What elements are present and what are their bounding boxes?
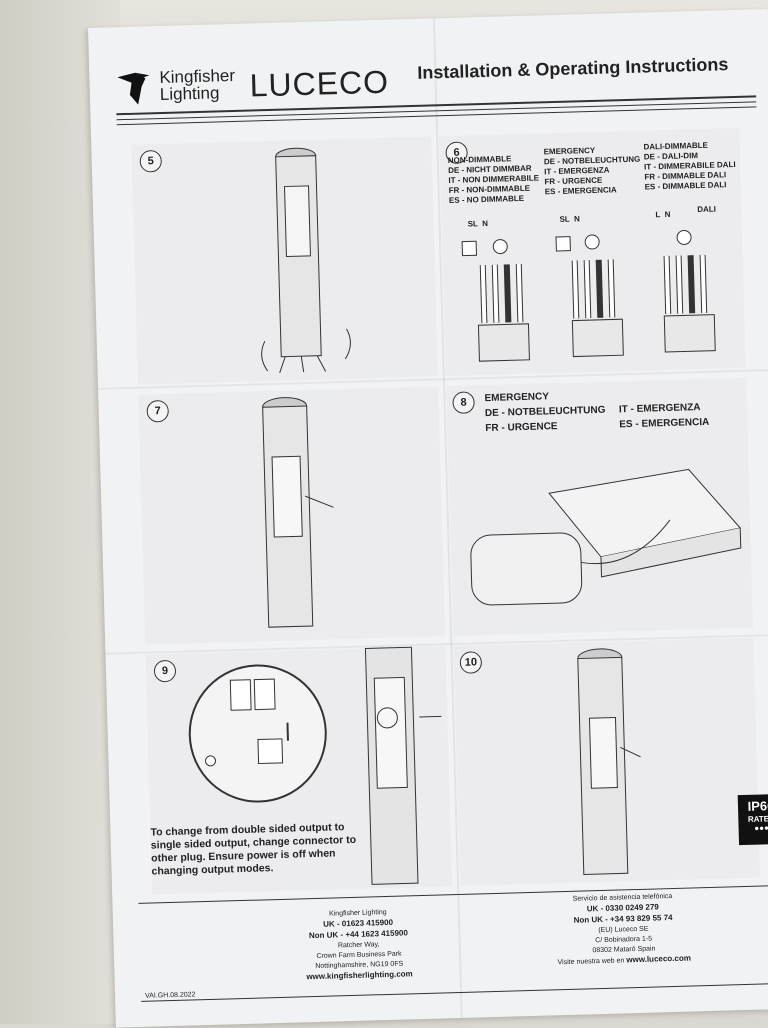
- footer-luceco: Servicio de asistencia telefónica UK - 0…: [532, 891, 714, 969]
- kingfisher-bird-icon: [117, 72, 150, 105]
- footer-website-link[interactable]: www.kingfisherlighting.com: [306, 969, 413, 982]
- footer-rule: [141, 983, 768, 1002]
- step-10-panel: 10: [453, 637, 760, 886]
- terminal-label: L N: [655, 209, 671, 220]
- step-number: 9: [153, 659, 177, 683]
- bollard-final-illustration: [577, 648, 641, 875]
- emergency-pack-illustration: [470, 468, 742, 606]
- step-6-panel: 6 NON-DIMMABLE DE - NICHT DIMMBAR IT - N…: [439, 127, 746, 377]
- instruction-sheet: Kingfisher Lighting LUCECO Installation …: [88, 9, 768, 1028]
- step-5-panel: 5: [131, 136, 438, 385]
- footer-website-link[interactable]: www.luceco.com: [626, 953, 692, 965]
- ip-rating: IP66: [747, 798, 768, 814]
- kingfisher-logo: Kingfisher Lighting: [115, 64, 236, 107]
- dali-dimmable-label: DALI-DIMMABLE DE - DALI-DIM IT - DIMMERA…: [643, 140, 736, 192]
- footer-nonuk-phone: Non UK - +34 93 829 55 74: [573, 913, 673, 925]
- terminal-label: DALI: [697, 204, 717, 215]
- step-9-panel: 9: [145, 646, 453, 895]
- brand-line-2: Lighting: [159, 83, 220, 105]
- document-code: VAI.GH.08.2022: [144, 991, 196, 1000]
- footer-kingfisher: Kingfisher Lighting UK - 01623 415900 No…: [283, 907, 435, 984]
- bollard-driver-illustration: [262, 397, 334, 628]
- wiring-diagram: [461, 229, 716, 362]
- terminal-label: SL N: [467, 218, 489, 229]
- luceco-logo: LUCECO: [249, 63, 390, 104]
- emergency-es: ES - EMERGENCIA: [619, 416, 710, 431]
- output-mode-note: To change from double sided output to si…: [150, 821, 357, 878]
- bollard-connector-illustration: [364, 646, 442, 885]
- emergency-label: EMERGENCY DE - NOTBELEUCHTUNG IT - EMERG…: [543, 145, 641, 197]
- rotate-arrows-icon: [261, 328, 351, 372]
- footer-visit: Visite nuestra web en: [557, 957, 625, 967]
- ip66-rating-badge: IP66 RATED ●●●: [737, 793, 768, 846]
- step-8-panel: 8 EMERGENCY DE - NOTBELEUCHTUNG IT - EME…: [446, 377, 754, 637]
- step-7-panel: 7: [138, 386, 446, 645]
- emergency-de: DE - NOTBELEUCHTUNG: [484, 404, 606, 420]
- step-number: 5: [139, 149, 163, 173]
- footer-uk-phone: UK - 01623 415900: [323, 917, 394, 929]
- footer-nonuk-phone: Non UK - +44 1623 415900: [308, 928, 408, 941]
- terminal-label: SL N: [559, 214, 580, 224]
- step-number: 10: [459, 651, 483, 674]
- emergency-fr: FR - URGENCE: [485, 421, 558, 435]
- footer-uk-phone: UK - 0330 0249 279: [586, 902, 659, 914]
- page-title: Installation & Operating Instructions: [417, 54, 729, 83]
- step-number: 8: [452, 391, 475, 414]
- non-dimmable-label: NON-DIMMABLE DE - NICHT DIMMBAR IT - NON…: [447, 154, 540, 205]
- water-drops-icon: ●●●: [754, 823, 768, 833]
- step-number: 7: [146, 399, 170, 423]
- connector-detail-illustration: [188, 664, 327, 803]
- bollard-open-illustration: [275, 147, 327, 373]
